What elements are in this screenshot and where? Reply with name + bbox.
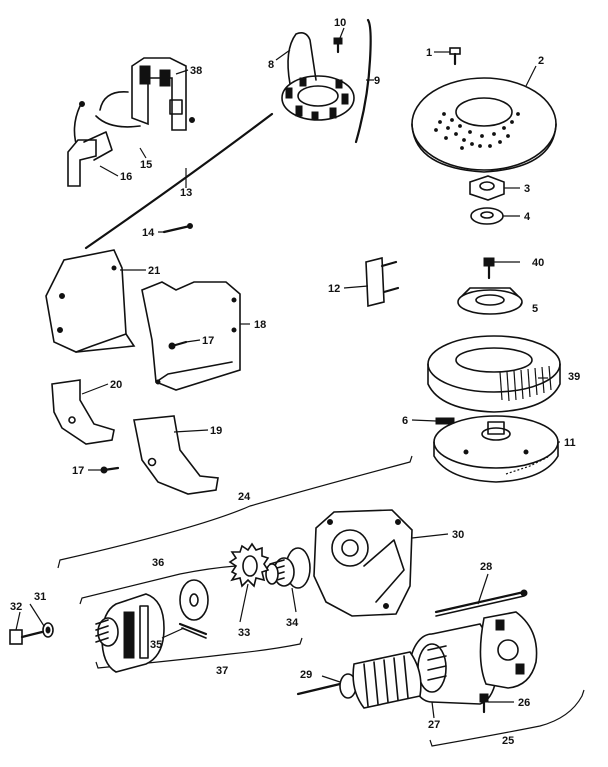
part-nut-3 [469,175,505,201]
label-34: 34 [286,617,299,629]
part-end-cap [479,611,538,689]
label-29: 29 [300,669,312,681]
label-18: 18 [254,319,266,331]
label-38: 38 [190,65,202,77]
label-19: 19 [210,425,222,437]
part-blower-housing-2 [411,77,557,173]
part-pin-14 [162,223,193,234]
label-17-upper: 17 [202,335,214,347]
part-screw-17-upper [168,340,188,350]
label-28: 28 [480,561,492,573]
label-5: 5 [532,303,538,315]
part-end-housing-30 [313,509,413,617]
label-12: 12 [328,283,340,295]
label-35: 35 [150,639,162,651]
label-20: 20 [110,379,122,391]
label-37: 37 [216,665,228,677]
part-terminal-16 [67,131,113,187]
label-15: 15 [140,159,152,171]
part-rod-13 [84,112,274,250]
label-32: 32 [10,601,22,613]
part-bolt-32 [9,629,44,645]
leader-lines [15,27,560,719]
part-baffle-19 [133,415,219,495]
label-25: 25 [502,735,514,747]
label-30: 30 [452,529,464,541]
label-13: 13 [180,187,192,199]
part-shroud-21 [45,249,136,353]
label-33: 33 [238,627,250,639]
part-drive-spring-34 [265,547,311,589]
label-21: 21 [148,265,160,277]
part-screw-1 [449,47,461,66]
part-flywheel-screen-39 [427,335,561,413]
label-40: 40 [532,257,544,269]
label-11: 11 [564,437,576,449]
part-through-bolt-28 [434,589,528,617]
label-10: 10 [334,17,346,29]
part-bracket-12 [365,256,400,308]
part-washer-drive [179,579,209,621]
part-baffle-20 [51,379,115,445]
part-brush-assembly-38 [73,57,195,151]
part-cover-18 [141,281,241,391]
part-screw-26 [479,693,489,714]
label-16: 16 [120,171,132,183]
part-key-6 [435,417,455,425]
label-39: 39 [568,371,580,383]
label-8: 8 [268,59,274,71]
part-flywheel-11 [433,415,559,483]
part-armature-8 [281,32,355,121]
callout-labels: 1 2 3 4 5 6 8 9 10 11 12 13 14 15 16 17 … [10,17,580,747]
part-starter-cup-5 [457,287,523,315]
label-27: 27 [428,719,440,731]
part-drive-housing-36 [95,593,165,673]
part-pinion-gear-33 [228,542,270,588]
label-9: 9 [374,75,380,87]
label-31: 31 [34,591,46,603]
label-26: 26 [518,697,530,709]
part-screw-10 [333,37,343,54]
group-bracket-25 [429,689,585,747]
label-1: 1 [426,47,432,59]
label-3: 3 [524,183,530,195]
part-rod-9 [354,18,372,144]
label-24: 24 [238,491,251,503]
part-washer-4 [470,207,504,225]
label-2: 2 [538,55,544,67]
group-bracket-24 [57,455,413,569]
label-14: 14 [142,227,155,239]
group-bracket-36 [79,559,239,605]
label-6: 6 [402,415,408,427]
label-17-lower: 17 [72,465,84,477]
part-screw-40 [483,257,495,280]
part-washer-31 [42,622,54,638]
label-4: 4 [524,211,531,223]
label-36: 36 [152,557,164,569]
part-armature-29 [296,651,422,709]
part-pin-35 [178,622,208,639]
